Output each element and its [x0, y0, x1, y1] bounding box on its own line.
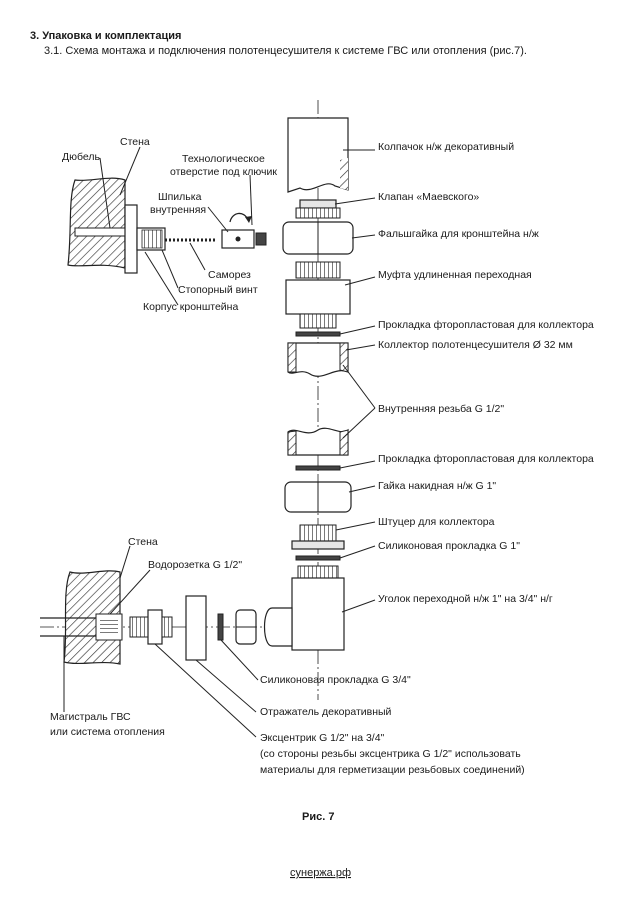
coupling-thread-bottom: [299, 313, 337, 329]
label-reflector: Отражатель декоративный: [260, 706, 392, 718]
label-gasket-1: Прокладка фторопластовая для коллектора: [378, 319, 594, 331]
label-wall-bottom: Стена: [128, 536, 158, 548]
label-elbow: Уголок переходной н/ж 1" на 3/4" н/г: [378, 593, 553, 605]
wall-top: [67, 177, 126, 269]
mayevsky-valve-thread: [295, 207, 341, 219]
label-silicone-1: Силиконовая прокладка G 1": [378, 540, 520, 552]
label-tech-hole-2: отверстие под ключик: [170, 166, 277, 178]
collector-top: [287, 342, 349, 377]
rotate-arrow-head: [245, 216, 252, 223]
coupling-thread-top: [295, 261, 341, 279]
label-water-socket: Водорозетка G 1/2": [148, 559, 242, 571]
section-title: 3. Упаковка и комплектация: [30, 30, 182, 42]
label-inner-thread: Внутренняя резьба G 1/2": [378, 403, 504, 415]
leaders-bottom-left: [63, 545, 259, 738]
footer-link[interactable]: сунержа.рф: [290, 867, 351, 879]
label-screw: Саморез: [208, 269, 251, 281]
label-eccentric-1: Эксцентрик G 1/2" на 3/4": [260, 732, 385, 744]
label-main-2: или система отопления: [50, 726, 165, 738]
label-cap: Колпачок н/ж декоративный: [378, 141, 514, 153]
bracket-thread: [141, 229, 163, 249]
label-silicone-34: Силиконовая прокладка G 3/4": [260, 674, 411, 686]
elbow-thread-top: [297, 565, 339, 579]
label-false-nut: Фальшгайка для кронштейна н/ж: [378, 228, 539, 240]
label-fitting: Штуцер для коллектора: [378, 516, 495, 528]
dowel: [74, 227, 126, 237]
set-screw: [255, 232, 267, 246]
label-eccentric-2: (со стороны резьбы эксцентрика G 1/2" ис…: [260, 748, 521, 760]
elbow-side-outlet: [263, 607, 293, 647]
label-main-1: Магистраль ГВС: [50, 711, 131, 723]
central-stack: [263, 117, 354, 651]
ptfe-gasket-2: [295, 465, 341, 471]
decorative-reflector: [185, 595, 207, 661]
figure-caption: Рис. 7: [302, 811, 334, 823]
mayevsky-valve-top: [299, 199, 337, 209]
ptfe-gasket-1: [295, 331, 341, 337]
label-dowel: Дюбель: [62, 151, 100, 163]
decorative-cap: [287, 117, 349, 193]
leaders-right: [334, 149, 376, 613]
label-bracket-body: Корпус кронштейна: [143, 301, 238, 313]
label-tech-hole-1: Технологическое: [182, 153, 265, 165]
label-gasket-2: Прокладка фторопластовая для коллектора: [378, 453, 594, 465]
label-stud-2: внутренняя: [150, 204, 206, 216]
eccentric: [147, 609, 163, 645]
bracket-assembly: [67, 177, 267, 274]
silicone-gasket-34: [217, 613, 224, 641]
label-set-screw: Стопорный винт: [178, 284, 258, 296]
transition-elbow: [291, 577, 345, 651]
label-wall-top: Стена: [120, 136, 150, 148]
section-subtitle: 3.1. Схема монтажа и подключения полотен…: [44, 45, 527, 57]
extended-coupling: [285, 279, 351, 315]
collector-fitting-thread: [299, 524, 337, 542]
label-collector: Коллектор полотенцесушителя Ø 32 мм: [378, 339, 573, 351]
label-union-nut: Гайка накидная н/ж G 1": [378, 480, 496, 492]
label-coupling: Муфта удлиненная переходная: [378, 269, 532, 281]
label-eccentric-3: материалы для герметизации резьбовых сое…: [260, 764, 525, 776]
rotate-arrow-icon: [229, 212, 249, 223]
leaders-top-left: [99, 146, 253, 306]
silicone-gasket-1in: [295, 555, 341, 561]
wall-connection: [40, 570, 262, 665]
bracket-plate: [124, 204, 138, 274]
eccentric-thread-half: [129, 616, 149, 638]
label-mayevsky: Клапан «Маевского»: [378, 191, 479, 203]
label-stud-1: Шпилька: [158, 191, 202, 203]
tech-hole: [235, 236, 241, 242]
collector-bottom: [287, 427, 349, 456]
eccentric-thread-34: [161, 616, 173, 638]
collector-fitting-collar: [291, 540, 345, 550]
